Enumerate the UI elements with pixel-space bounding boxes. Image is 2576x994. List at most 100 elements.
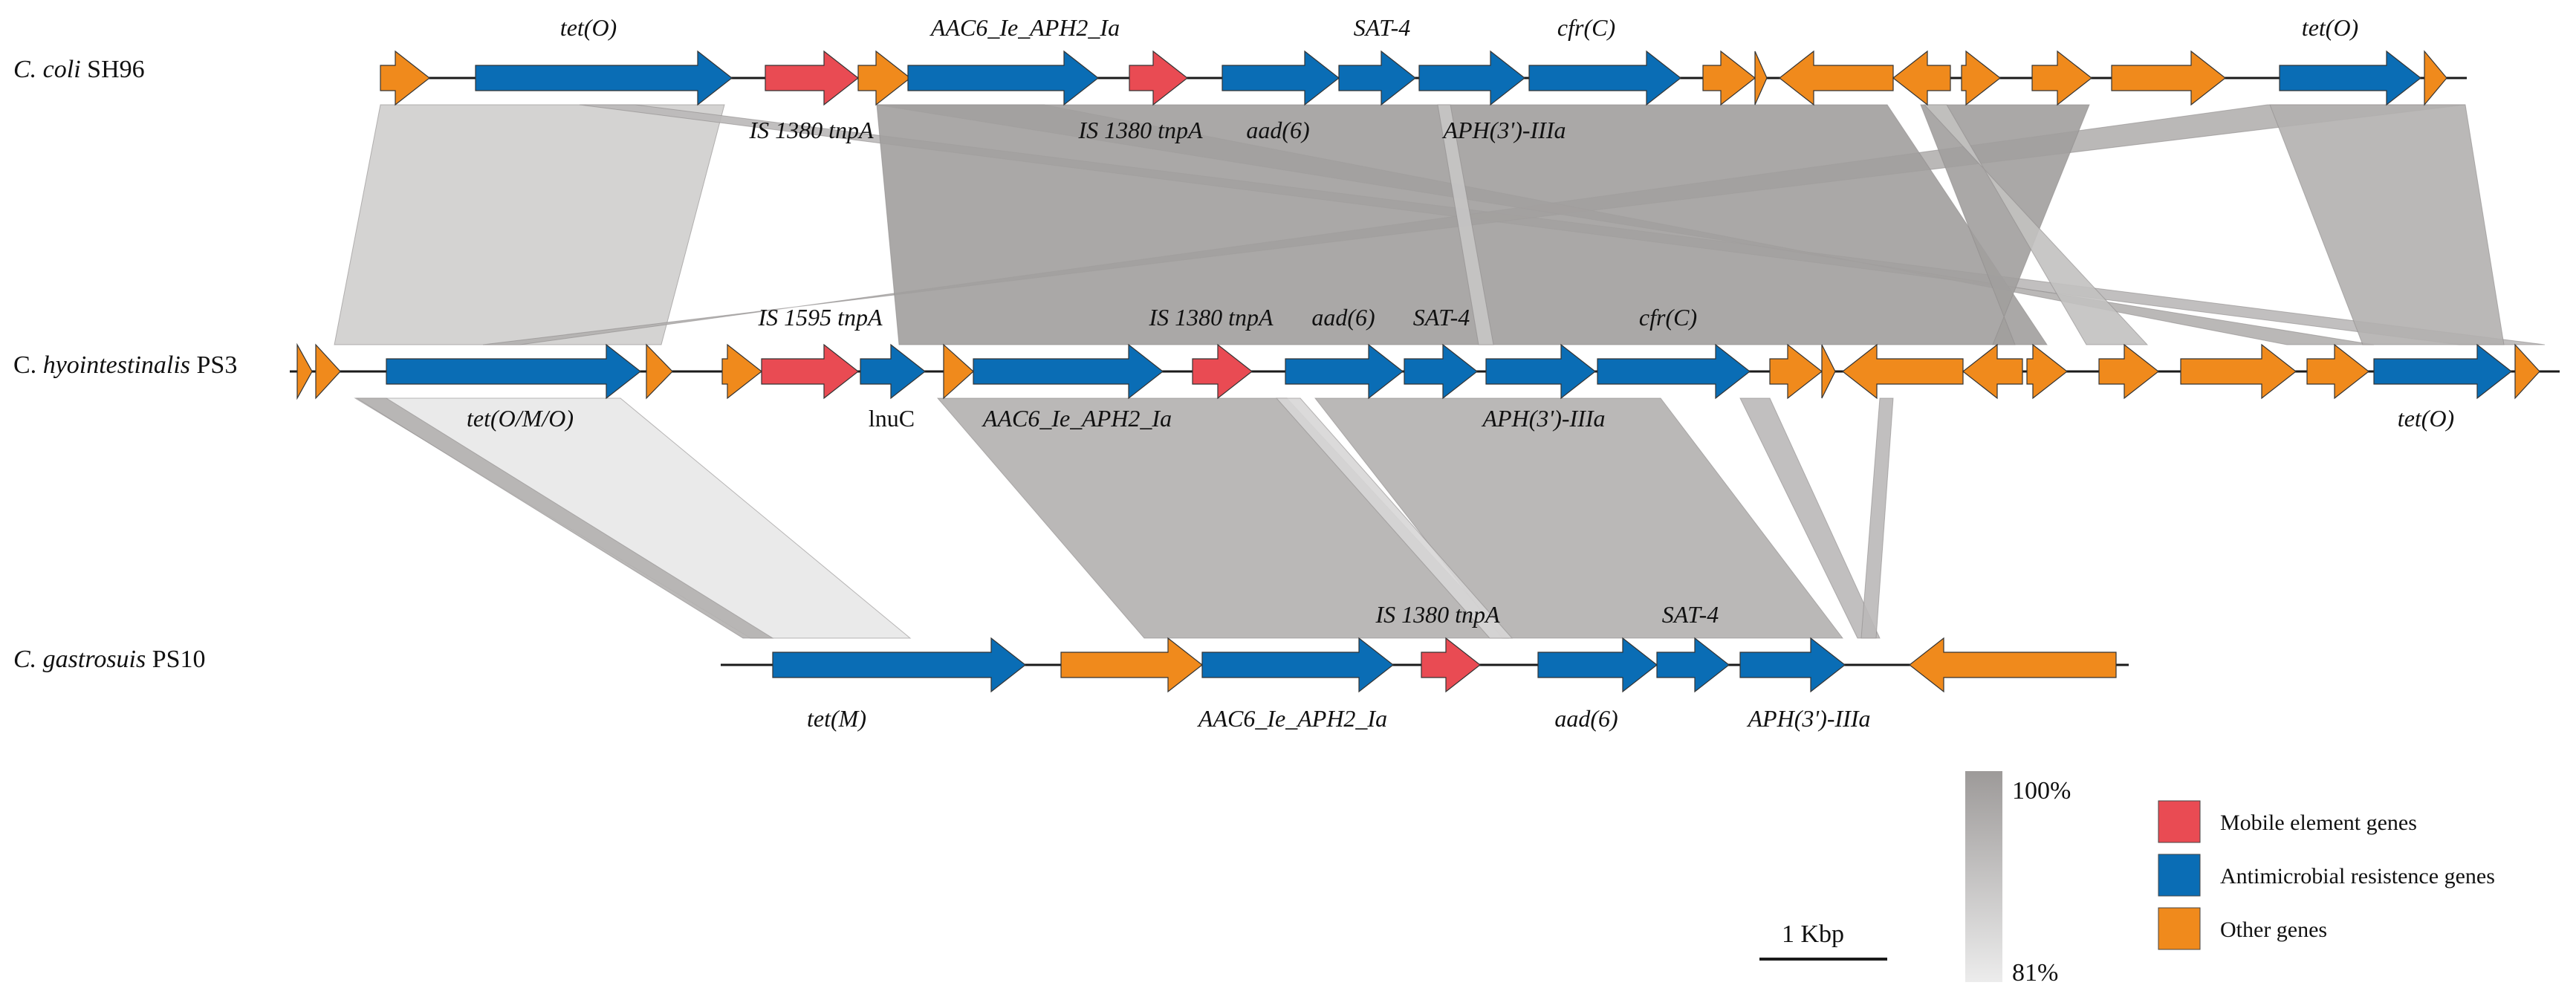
gene-arrow-amr xyxy=(1485,343,1596,400)
gene-arrow-amr xyxy=(1201,637,1394,693)
gene-label: SAT-4 xyxy=(1662,601,1719,628)
gene-arrow-other xyxy=(1821,344,1836,399)
gene-label: tet(O) xyxy=(2398,405,2454,432)
track-label-coli: C. coli SH96 xyxy=(13,56,145,83)
homology-band xyxy=(355,397,774,639)
gene-arrow-other xyxy=(1779,50,1894,106)
gene-labels-coli: tet(O) AAC6_Ie_APH2_Ia SAT-4 cfr(C) tet(… xyxy=(560,14,2358,143)
legend-swatch-other xyxy=(2158,907,2201,950)
gene-arrow-other xyxy=(315,343,341,400)
gene-arrow-mobile xyxy=(761,343,859,400)
homology-band xyxy=(1739,397,1881,639)
gene-arrows xyxy=(296,50,2540,693)
gene-arrow-amr xyxy=(907,50,1099,106)
gene-arrow-other xyxy=(2514,343,2540,400)
gene-arrow-other xyxy=(2031,50,2092,106)
gene-arrow-amr xyxy=(1418,50,1525,106)
gene-arrow-amr xyxy=(1338,50,1416,106)
gene-label: tet(O) xyxy=(2302,14,2358,41)
gene-label: aad(6) xyxy=(1554,705,1618,732)
gene-label: IS 1380 tnpA xyxy=(748,117,874,143)
legend-label-other: Other genes xyxy=(2220,917,2327,942)
gene-label: aad(6) xyxy=(1311,304,1375,331)
homology-band xyxy=(1860,397,1894,639)
gene-label: SAT-4 xyxy=(1354,14,1410,41)
gene-arrow-other xyxy=(943,343,974,400)
gene-arrow-other xyxy=(1961,50,2001,106)
identity-min-label: 81% xyxy=(2012,959,2058,987)
gene-label: IS 1380 tnpA xyxy=(1375,601,1500,628)
scale-bar-label: 1 Kbp xyxy=(1782,920,1844,948)
gene-label: tet(O/M/O) xyxy=(467,405,574,432)
identity-scale: 100% 81% xyxy=(1965,771,2071,987)
gene-label: IS 1595 tnpA xyxy=(757,304,883,331)
gene-arrow-other xyxy=(2098,343,2159,400)
gene-arrow-amr xyxy=(1528,50,1681,106)
gene-label: APH(3')-IIIa xyxy=(1482,405,1606,432)
gene-label: tet(M) xyxy=(807,705,866,732)
gene-arrow-other xyxy=(646,343,673,400)
homology-band xyxy=(1923,104,2149,345)
gene-arrow-other xyxy=(1909,637,2117,693)
gene-arrow-other xyxy=(296,342,313,400)
gene-arrow-other xyxy=(1842,343,1964,400)
gene-label: AAC6_Ie_APH2_Ia xyxy=(982,405,1172,432)
homology-band xyxy=(1275,397,1514,639)
gene-arrow-other xyxy=(2111,50,2226,106)
gene-arrow-other xyxy=(1702,50,1756,106)
gene-label: cfr(C) xyxy=(1557,14,1615,41)
gene-label: IS 1380 tnpA xyxy=(1148,304,1274,331)
gene-arrow-amr xyxy=(1537,637,1658,693)
gene-arrow-mobile xyxy=(1129,50,1188,106)
gene-label: SAT-4 xyxy=(1413,304,1470,331)
gene-arrow-amr xyxy=(1285,343,1404,400)
homology-band xyxy=(2269,104,2505,345)
gene-label: AAC6_Ie_APH2_Ia xyxy=(929,14,1120,41)
gene-arrow-other xyxy=(1769,343,1823,400)
gene-arrow-amr xyxy=(475,50,733,106)
gene-arrow-amr xyxy=(386,343,641,400)
gene-arrow-other xyxy=(857,50,911,106)
identity-gradient-bar xyxy=(1965,771,2002,982)
legend-label-amr: Antimicrobial resistence genes xyxy=(2220,864,2495,889)
gene-arrow-other xyxy=(1060,637,1203,693)
gene-arrow-amr xyxy=(1656,637,1730,693)
gene-label: APH(3')-IIIa xyxy=(1747,705,1871,732)
gene-labels-hyo: IS 1595 tnpA IS 1380 tnpA aad(6) SAT-4 c… xyxy=(467,304,2454,432)
gene-arrow-amr xyxy=(2373,343,2512,400)
track-labels: C. coli SH96 C. hyointestinalis PS3 C. g… xyxy=(13,56,237,673)
gene-label: APH(3')-IIIa xyxy=(1442,117,1566,143)
homology-band xyxy=(1437,104,1494,345)
gene-arrow-other xyxy=(1754,51,1768,105)
gene-arrow-amr xyxy=(1739,637,1846,693)
gene-arrow-mobile xyxy=(765,50,859,106)
gene-arrow-amr xyxy=(772,637,1026,693)
legend: Mobile element genes Antimicrobial resis… xyxy=(2158,800,2495,950)
gene-arrow-other xyxy=(2424,50,2447,106)
gene-labels-gastro: IS 1380 tnpA SAT-4 tet(M) AAC6_Ie_APH2_I… xyxy=(807,601,1870,732)
legend-swatch-mobile xyxy=(2158,800,2201,843)
gene-label: lnuC xyxy=(869,405,915,432)
gene-arrow-mobile xyxy=(1421,637,1481,693)
gene-arrow-amr xyxy=(1222,50,1340,106)
homology-ribbons xyxy=(334,104,2546,639)
gene-label: aad(6) xyxy=(1246,117,1309,143)
gene-label: tet(O) xyxy=(560,14,617,41)
gene-label: cfr(C) xyxy=(1639,304,1697,331)
gene-arrow-mobile xyxy=(1192,343,1253,400)
gene-arrow-other xyxy=(1962,343,2023,400)
track-label-gastro: C. gastrosuis PS10 xyxy=(13,646,206,673)
track-label-hyo: C. hyointestinalis PS3 xyxy=(13,351,237,379)
homology-band xyxy=(334,104,725,345)
legend-swatch-amr xyxy=(2158,854,2201,897)
gene-arrow-amr xyxy=(860,343,926,400)
legend-label-mobile: Mobile element genes xyxy=(2220,811,2417,835)
scale-bar: 1 Kbp xyxy=(1759,920,1887,961)
gene-label: AAC6_Ie_APH2_Ia xyxy=(1197,705,1387,732)
gene-arrow-other xyxy=(380,50,430,106)
gene-arrow-amr xyxy=(1404,343,1478,400)
gene-arrow-other xyxy=(721,343,762,400)
gene-arrow-amr xyxy=(2279,50,2421,106)
homology-band xyxy=(1920,104,2090,345)
